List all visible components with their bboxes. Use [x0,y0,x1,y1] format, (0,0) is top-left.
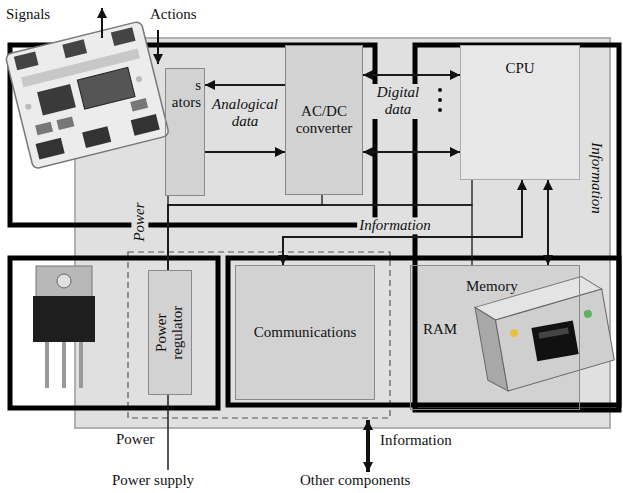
ellipsis-dot [438,108,442,112]
data-arrow [363,74,460,76]
ellipsis-dot [438,88,442,92]
sensor-box-fill [165,68,205,196]
power-wire [168,195,322,270]
region-outline [10,258,218,408]
rcx-brick [5,21,169,169]
component-box: AC/DC converter [285,45,363,195]
data-arrow [363,151,460,153]
region-outline [228,258,619,405]
text-label: Power [116,431,154,448]
box-label: AC/DC converter [286,103,362,138]
box-label: s [195,77,201,94]
data-arrow [205,151,285,153]
power-wire [168,205,472,270]
component-box: Communications [235,265,375,400]
power-supply-wire [167,395,169,470]
text-label: Analogical data [207,96,283,131]
text-label: Power [131,200,148,243]
box-label: Power regulator [154,294,186,372]
component-box: Power regulator [148,270,192,395]
box-label: Memory [466,278,518,295]
text-label: Information [380,432,452,449]
component-box: sators [165,68,205,196]
text-label: Digital data [370,84,426,119]
text-label: Actions [150,6,197,23]
data-arrow [205,84,285,86]
text-label: Power supply [112,472,194,489]
component-box: MemoryRAM [410,265,580,410]
box-label: CPU [505,60,534,77]
dashed-group [128,252,390,418]
ellipsis-dot [438,98,442,102]
box-label: ators [172,94,201,111]
signals-arrow [101,8,103,38]
edge-label: Information [587,140,604,216]
component-box: CPU [460,45,580,180]
box-label: RAM [423,321,457,338]
edge-label: Information [357,217,433,234]
data-arrow [547,180,549,265]
voltage-regulator-chip [33,266,95,388]
text-label: Signals [6,6,50,23]
region-outline [415,45,619,410]
box-label: Communications [254,324,357,341]
actions-arrow [157,30,159,64]
other-components-arrow [366,420,370,472]
text-label: Other components [300,472,410,489]
